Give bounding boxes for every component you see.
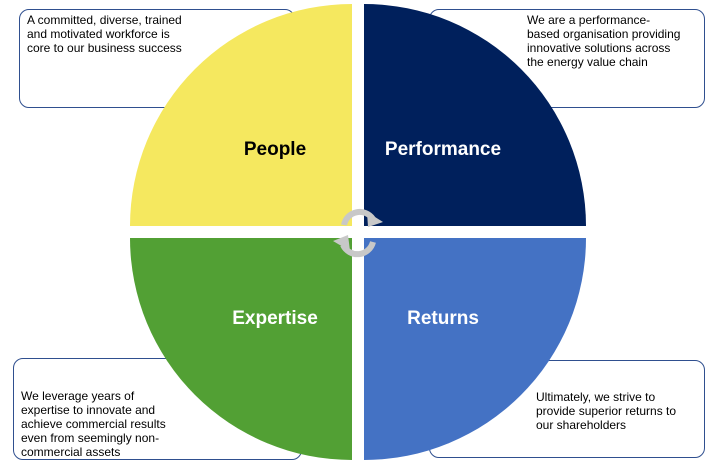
callout-expertise-line: expertise to innovate and (21, 403, 156, 417)
callout-people-line: core to our business success (27, 41, 182, 55)
callout-returns-line: our shareholders (536, 418, 627, 432)
quadrant-performance (364, 4, 586, 226)
callout-people-line: A committed, diverse, trained (27, 13, 182, 27)
callout-expertise-line: even from seemingly non- (21, 431, 160, 445)
quadrant-label-people: People (244, 139, 306, 160)
callout-returns-line: Ultimately, we strive to (536, 390, 656, 404)
quadrant-label-performance: Performance (385, 139, 501, 160)
quadrant-expertise (130, 238, 352, 460)
callout-expertise-line: commercial assets (21, 445, 121, 459)
quadrant-people (130, 4, 352, 226)
callout-performance-line: We are a performance- (527, 13, 651, 27)
quadrant-returns (364, 238, 586, 460)
quadrant-label-returns: Returns (407, 308, 479, 329)
callout-performance-line: based organisation providing (527, 27, 681, 41)
callout-expertise-line: achieve commercial results (21, 417, 166, 431)
callout-performance-line: the energy value chain (527, 55, 648, 69)
quadrant-label-expertise: Expertise (232, 308, 318, 329)
cycle-arrows-icon (333, 208, 383, 258)
callout-people-line: and motivated workforce is (27, 27, 170, 41)
callout-performance-line: innovative solutions across (527, 41, 671, 55)
callout-returns-line: provide superior returns to (536, 404, 677, 418)
callout-expertise-line: We leverage years of (21, 389, 135, 403)
